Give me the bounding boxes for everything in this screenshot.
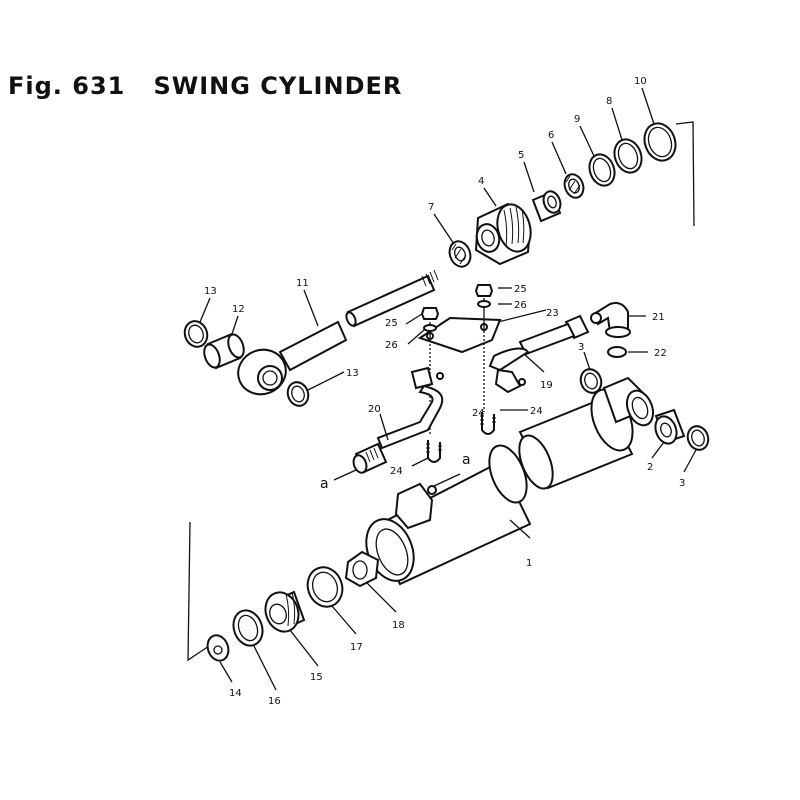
part-18-nut bbox=[344, 550, 380, 588]
callout-14: 14 bbox=[229, 688, 242, 699]
part-1-cylinder-barrel bbox=[365, 376, 655, 586]
part-10-ring bbox=[643, 122, 677, 162]
part-15-piston bbox=[264, 590, 306, 633]
callout-25-left: 25 bbox=[385, 318, 398, 329]
callout-7: 7 bbox=[428, 202, 434, 213]
part-24-u-bolt-b bbox=[426, 440, 442, 463]
callout-18: 18 bbox=[392, 620, 405, 631]
callout-19: 19 bbox=[540, 380, 553, 391]
part-9-ring bbox=[588, 153, 616, 187]
part-19-tube bbox=[488, 314, 590, 394]
part-12-bushing bbox=[203, 332, 245, 370]
part-13-seal-lower bbox=[286, 381, 310, 407]
callout-15: 15 bbox=[310, 672, 323, 683]
part-20-tube bbox=[352, 366, 444, 474]
bracket-top-right bbox=[675, 121, 695, 227]
callout-1: 1 bbox=[526, 558, 532, 569]
part-8-ring bbox=[613, 138, 643, 174]
callout-25-right: 25 bbox=[514, 284, 527, 295]
part-13-seal-upper bbox=[183, 320, 209, 348]
callout-12: 12 bbox=[232, 304, 245, 315]
callout-26-right: 26 bbox=[514, 300, 527, 311]
callout-3-upper: 3 bbox=[578, 342, 584, 353]
part-16-ring bbox=[232, 609, 264, 647]
part-25-nut-right bbox=[474, 284, 494, 297]
callout-24-left: 24 bbox=[390, 466, 403, 477]
callout-a-right: a bbox=[462, 452, 471, 468]
callout-21: 21 bbox=[652, 312, 665, 323]
part-24-u-bolt-a bbox=[480, 412, 496, 435]
callout-2: 2 bbox=[647, 462, 653, 473]
callout-20: 20 bbox=[368, 404, 381, 415]
part-11-piston-rod bbox=[237, 269, 439, 396]
callout-13-lower: 13 bbox=[346, 368, 359, 379]
callout-13-upper: 13 bbox=[204, 286, 217, 297]
part-3-seal-ring-lower bbox=[686, 425, 710, 451]
part-25-nut-left bbox=[420, 307, 440, 320]
part-2-bushing bbox=[654, 408, 686, 445]
callout-11: 11 bbox=[296, 278, 309, 289]
callout-10: 10 bbox=[634, 76, 647, 87]
part-4-cylinder-head bbox=[474, 202, 532, 266]
part-26-washer-right bbox=[477, 300, 491, 308]
callout-22: 22 bbox=[654, 348, 667, 359]
part-7-bearing bbox=[448, 240, 472, 268]
part-22-o-ring bbox=[607, 346, 627, 358]
callout-5: 5 bbox=[518, 150, 524, 161]
callout-17: 17 bbox=[350, 642, 363, 653]
callout-9: 9 bbox=[574, 114, 580, 125]
part-14-washer bbox=[206, 634, 230, 662]
part-3-seal-ring-upper bbox=[579, 368, 603, 394]
callout-23: 23 bbox=[546, 308, 559, 319]
part-26-washer-left bbox=[423, 324, 437, 332]
part-17-ring bbox=[306, 566, 344, 608]
callout-16: 16 bbox=[268, 696, 281, 707]
callout-26-left: 26 bbox=[385, 340, 398, 351]
callout-3-lower: 3 bbox=[679, 478, 685, 489]
figure-title: Fig. 631 SWING CYLINDER bbox=[8, 72, 403, 100]
bracket-bottom-left bbox=[187, 521, 213, 662]
part-21-elbow-fitting bbox=[590, 302, 631, 338]
callout-8: 8 bbox=[606, 96, 612, 107]
part-6-bearing bbox=[563, 173, 585, 199]
callout-a-left: a bbox=[320, 476, 329, 492]
callout-4: 4 bbox=[478, 176, 484, 187]
callout-24-center: 24 bbox=[472, 408, 485, 419]
part-5-bushing bbox=[531, 190, 562, 223]
leader-lines bbox=[199, 87, 697, 691]
callout-6: 6 bbox=[548, 130, 554, 141]
callout-24-right: 24 bbox=[530, 406, 543, 417]
